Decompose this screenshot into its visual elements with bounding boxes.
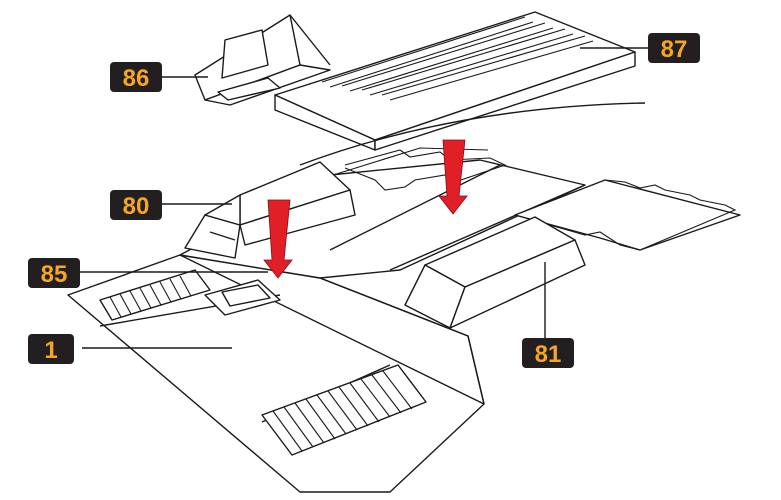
svg-text:85: 85 <box>41 261 68 288</box>
callout-1: 1 <box>28 334 74 364</box>
svg-text:81: 81 <box>535 341 562 368</box>
rear-block <box>404 216 586 329</box>
front-block <box>184 161 356 259</box>
rear-vent-grille <box>99 269 211 321</box>
front-vent-grille <box>261 364 427 456</box>
svg-text:80: 80 <box>123 193 150 220</box>
assembly-arrow-right <box>438 139 468 215</box>
callout-87: 87 <box>648 33 700 63</box>
callout-80: 80 <box>110 190 162 220</box>
svg-text:87: 87 <box>661 36 688 63</box>
callout-81: 81 <box>522 338 574 368</box>
callout-86: 86 <box>110 62 162 92</box>
windshield-part <box>194 14 331 106</box>
guide-curve <box>299 102 646 166</box>
svg-text:86: 86 <box>123 65 150 92</box>
assembly-arrow-left <box>263 199 293 279</box>
svg-text:1: 1 <box>44 337 57 364</box>
roof-panel <box>274 11 636 151</box>
right-floor-plate <box>514 179 741 251</box>
small-tab <box>204 279 281 316</box>
callout-85: 85 <box>28 258 80 288</box>
